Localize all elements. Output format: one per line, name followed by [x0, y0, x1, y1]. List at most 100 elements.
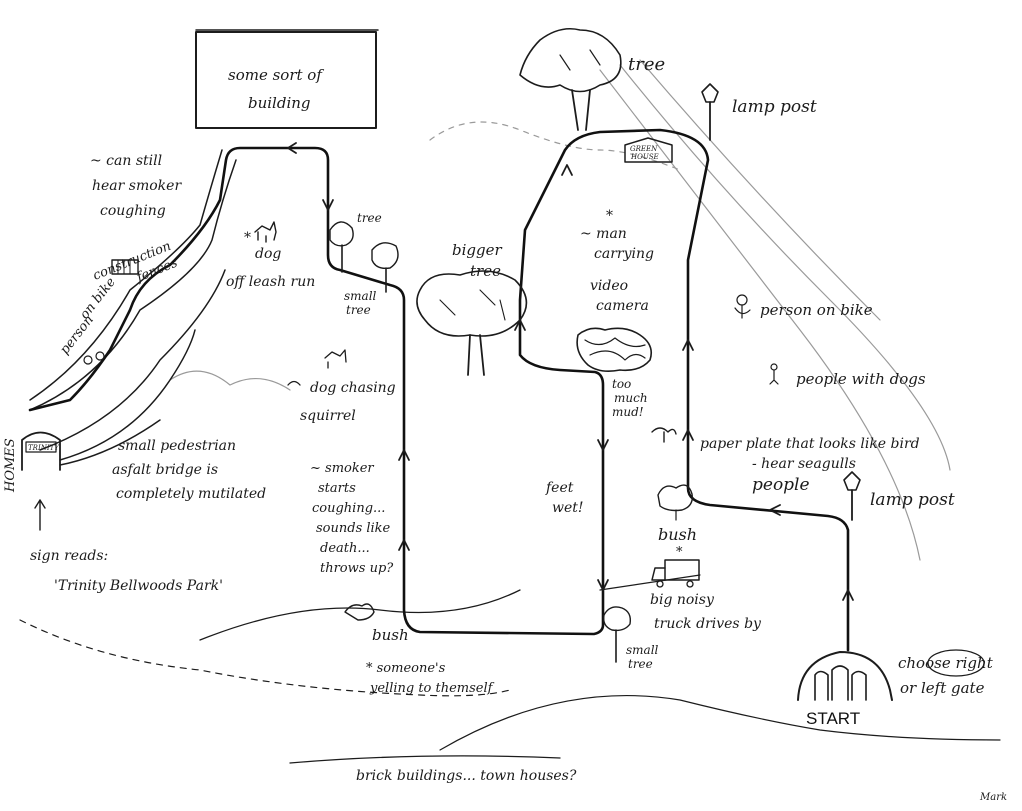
smoker-starts-note: ~ smoker starts coughing... sounds like …	[310, 461, 394, 576]
signature-label: Mark	[979, 792, 1007, 803]
arrow-mark	[398, 539, 410, 551]
fence-icon	[111, 259, 139, 275]
dog-icon: *	[244, 221, 277, 246]
note-line: ~ can still	[90, 153, 162, 169]
gate-icon	[797, 651, 893, 701]
route-arrows	[287, 142, 854, 601]
bush-icon	[344, 603, 375, 621]
arrow-mark	[322, 199, 334, 211]
note-line: squirrel	[300, 408, 356, 424]
note-line: big noisy	[650, 592, 715, 608]
note-line: feet	[545, 480, 574, 496]
bridge-note: small pedestrian asfalt bridge is comple…	[112, 438, 266, 502]
gate-sign-label: TRINITY	[28, 444, 60, 452]
people-dogs-label: people with dogs	[796, 370, 926, 388]
arrow-mark	[398, 449, 410, 461]
note-line: tree	[628, 657, 653, 671]
yelling-note: * someone's yelling to themself	[366, 661, 495, 696]
dog-squirrel-note: dog chasing squirrel	[300, 380, 400, 424]
truck-note: big noisy truck drives by	[650, 592, 762, 632]
note-line: choose right	[898, 654, 994, 672]
arrow-mark	[561, 164, 573, 176]
note-line: small	[626, 643, 659, 657]
building-label-line: some sort of	[228, 66, 324, 84]
video-camera-note: video camera	[590, 278, 649, 314]
choose-gate-note: choose right or left gate	[898, 654, 998, 697]
note-line: dog	[255, 246, 281, 262]
note-line: dog chasing	[310, 380, 396, 396]
note-line: hear smoker	[92, 178, 182, 194]
note-line: wet!	[552, 500, 584, 516]
building-label-line: building	[248, 94, 311, 112]
lamp-post-icon	[701, 83, 719, 141]
note-line: or left gate	[900, 679, 985, 697]
building-label: some sort of building	[228, 66, 327, 112]
truck-icon: *	[651, 545, 700, 588]
person-on-bike-icon	[83, 351, 105, 365]
tree-top-label: tree	[628, 54, 665, 75]
brick-buildings-note: brick buildings... town houses?	[356, 768, 577, 784]
tree-small-mid-label: tree	[357, 211, 382, 225]
note-line: tree	[470, 262, 501, 280]
building-icon	[195, 29, 379, 129]
note-line: bigger	[452, 241, 502, 259]
note-line: - hear seagulls	[752, 456, 856, 472]
left-path-edges	[29, 149, 237, 466]
circled-word-ring	[927, 649, 985, 677]
small-tree-mid-label: small tree	[344, 289, 380, 317]
note-line: camera	[596, 298, 649, 314]
note-line: completely mutilated	[116, 486, 266, 502]
background-sketch-lines	[19, 59, 1001, 764]
note-line: off leash run	[226, 274, 315, 290]
note-line: 'Trinity Bellwoods Park'	[54, 578, 223, 594]
pointer-arrow	[34, 499, 46, 531]
smoker-cough-note: ~ can still hear smoker coughing	[90, 153, 186, 219]
arrow-mark	[682, 429, 694, 441]
lamp-post-icon	[843, 471, 861, 521]
homes-label: HOMES	[3, 438, 18, 493]
note-line: too	[612, 377, 631, 391]
gate-icon: TRINITY	[21, 431, 61, 471]
note-line: small pedestrian	[118, 438, 236, 454]
note-line: * someone's	[366, 661, 446, 676]
note-line: sign reads:	[30, 548, 108, 564]
start-label: START	[806, 709, 860, 728]
shelter-label: GREEN	[630, 145, 658, 153]
sign-reads-note: sign reads: 'Trinity Bellwoods Park'	[30, 548, 223, 594]
bush-right-label: bush	[658, 525, 697, 544]
lamp-post-right-label: lamp post	[870, 490, 955, 510]
note-line: mud!	[612, 405, 644, 419]
note-line: small	[344, 289, 377, 303]
lamp-post-top-label: lamp post	[732, 97, 817, 117]
note-line: sounds like	[316, 521, 391, 536]
note-line: tree	[346, 303, 371, 317]
bush-left-label: bush	[372, 626, 409, 644]
star-icon: *	[244, 230, 251, 246]
note-line: paper plate that looks like bird	[700, 436, 920, 452]
dog-leash-note: dog off leash run	[226, 246, 315, 290]
note-line: yelling to themself	[369, 681, 495, 696]
mud-icon	[576, 327, 653, 372]
arrow-mark	[682, 339, 694, 351]
note-line: ~ man	[580, 226, 627, 242]
bigger-tree-label: bigger tree	[452, 241, 506, 280]
shelter-label: HOUSE	[630, 153, 659, 161]
bird-icon	[651, 427, 677, 443]
arrow-mark	[769, 504, 781, 516]
bush-icon	[657, 484, 693, 521]
shelter-icon: GREEN HOUSE	[624, 137, 673, 163]
star-icon: *	[676, 545, 683, 560]
arrow-mark	[287, 142, 297, 154]
note-line: death...	[320, 541, 370, 556]
paper-plate-note: paper plate that looks like bird - hear …	[700, 436, 924, 472]
tree-icon	[416, 270, 528, 376]
note-line: video	[590, 278, 628, 294]
note-line: ~ smoker	[310, 461, 374, 476]
squirrel-icon	[287, 349, 347, 386]
note-line: coughing...	[312, 501, 385, 516]
note-line: coughing	[100, 203, 166, 219]
note-line: much	[614, 391, 648, 405]
note-line: starts	[318, 481, 356, 496]
people-label: people	[752, 475, 810, 495]
